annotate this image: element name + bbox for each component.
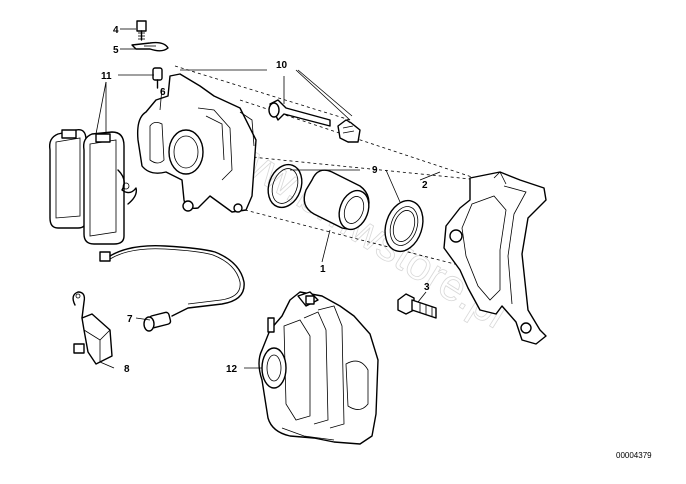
brake-pads-part: [48, 129, 125, 245]
reference-number: 00004379: [616, 451, 652, 460]
mounting-bolt-part: [397, 293, 437, 319]
callout-11: 11: [101, 71, 112, 82]
callout-8: 8: [124, 364, 130, 375]
callout-12: 12: [226, 364, 238, 375]
leader-lines: [95, 28, 441, 369]
caliper-assembly-part: [258, 291, 379, 445]
dust-cap-part: [131, 41, 169, 52]
callout-6: 6: [160, 87, 166, 98]
callout-7: 7: [127, 314, 133, 325]
callout-5: 5: [113, 45, 119, 56]
bleed-screw-part: [136, 20, 147, 41]
callout-4: 4: [113, 25, 119, 36]
wear-sensor-cable-part: [99, 245, 245, 332]
sensor-plug-part: [72, 291, 113, 365]
callout-labels: 4 5 11 6 10 9 2 1 3 7 8 12: [101, 25, 430, 375]
callout-10: 10: [276, 60, 288, 71]
anti-rattle-spring-part: [117, 169, 138, 205]
dust-boot-part: [384, 199, 424, 253]
caliper-carrier-part: [443, 171, 547, 345]
piston-seal-ring-part: [267, 163, 303, 209]
caliper-housing-part: [136, 73, 257, 213]
piston-part: [303, 169, 370, 231]
callout-1: 1: [320, 264, 326, 275]
callout-2: 2: [422, 180, 428, 191]
assembly-dashed-lines: [174, 65, 506, 269]
callout-9: 9: [372, 165, 378, 176]
guide-bolt-cover-part: [152, 67, 163, 89]
callout-3: 3: [424, 282, 430, 293]
guide-pin-part: [268, 99, 361, 143]
